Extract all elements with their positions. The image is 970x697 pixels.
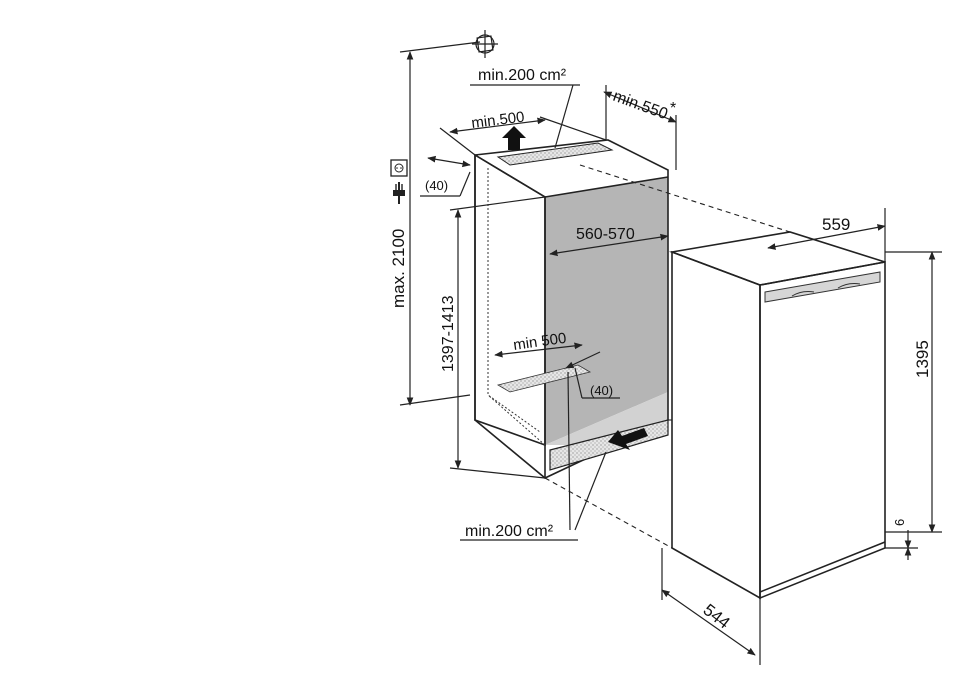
label-top-depth: min.500 [470,109,525,132]
label-niche-height: 1397-1413 [440,295,457,372]
crosshair-symbol-icon [472,30,498,58]
label-top-offset: (40) [425,178,448,193]
label-top-vent-area: min.200 cm² [478,67,567,84]
dimension-niche-width [549,233,669,257]
dimension-side-clearance [603,85,677,170]
niche-interior-floor [545,392,668,445]
dimension-bottom-depth [494,342,620,399]
appliance-front [759,261,886,600]
floor-vent-strip [496,364,592,393]
appliance-handle-strip [764,271,881,303]
bottom-airflow-arrow [608,428,648,450]
label-bottom-vent-area: min.200 cm² [465,523,554,540]
dimension-plinth-gap [885,530,918,560]
niche-cabinet [474,139,669,479]
dimension-appliance-width [767,208,886,262]
socket-icon [390,159,408,177]
dimension-top-offset [420,155,471,197]
label-appliance-depth: 544 [700,600,734,632]
appliance-side [671,250,761,600]
top-vent-slot [496,142,614,166]
dimension-appliance-height [885,251,942,533]
label-side-clearance: min.550 [611,88,670,123]
top-vent-leader [554,84,574,149]
label-plinth-gap: 6 [892,519,907,526]
dimension-top-depth [439,116,607,156]
bottom-vent-leader [460,371,607,541]
label-appliance-height: 1395 [913,340,932,378]
dimension-appliance-depth [661,548,761,665]
label-asterisk: * [670,100,676,117]
label-bottom-offset: (40) [590,383,613,398]
label-max-height: max. 2100 [389,229,408,308]
label-appliance-width: 559 [822,215,850,234]
label-niche-width: 560-570 [576,226,635,243]
dimension-niche-height [449,196,546,479]
plug-icon [393,182,405,204]
